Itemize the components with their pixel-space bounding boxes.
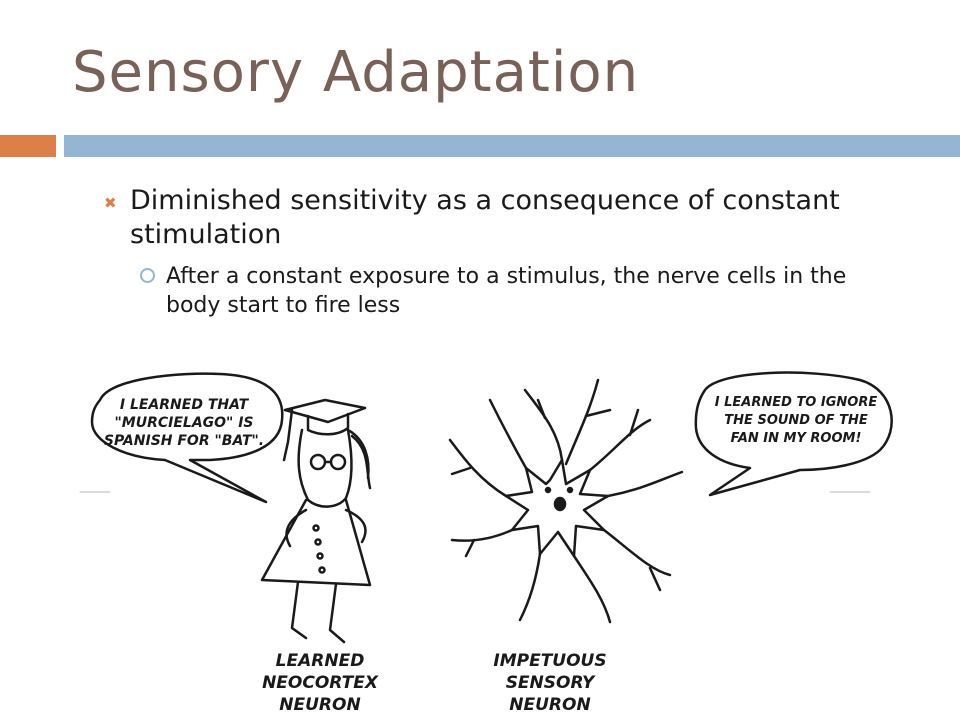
right-caption-line-2: NEURON	[509, 695, 591, 715]
right-speech-text-2: THE SOUND OF THE	[724, 413, 868, 428]
cartoon-drawing: I LEARNED THAT "MURCIELAGO" IS SPANISH F…	[79, 371, 893, 644]
title-rule-bar	[64, 135, 960, 157]
left-speech-bubble	[90, 372, 284, 504]
bullet-level-1-text: Diminished sensitivity as a consequence …	[130, 185, 840, 250]
right-caption: IMPETUOUS SENSORY NEURON	[450, 650, 650, 716]
right-speech-bubble	[694, 371, 893, 497]
left-caption: LEARNED NEOCORTEX NEURON	[220, 650, 420, 716]
left-speech-text-1: I LEARNED THAT	[120, 397, 250, 413]
title-rule-accent	[0, 135, 56, 157]
right-caption-line-1: IMPETUOUS SENSORY	[493, 651, 607, 693]
left-speech-text-3: SPANISH FOR "BAT".	[104, 433, 264, 449]
left-speech-text-2: "MURCIELAGO" IS	[114, 415, 253, 431]
neuron-cartoon: I LEARNED THAT "MURCIELAGO" IS SPANISH F…	[70, 360, 900, 715]
x-bullet-icon: ✖	[104, 194, 117, 212]
slide-title: Sensory Adaptation	[72, 40, 640, 105]
right-speech-text-3: FAN IN MY ROOM!	[731, 431, 862, 446]
neocortex-neuron-figure	[260, 398, 372, 644]
left-caption-line-1: LEARNED NEOCORTEX	[262, 651, 378, 693]
circle-bullet-icon	[140, 268, 155, 283]
sensory-neuron-figure	[448, 378, 684, 624]
left-caption-line-2: NEURON	[279, 695, 361, 715]
bullet-level-2-text: After a constant exposure to a stimulus,…	[166, 264, 847, 318]
right-speech-text-1: I LEARNED TO IGNORE	[715, 395, 878, 410]
